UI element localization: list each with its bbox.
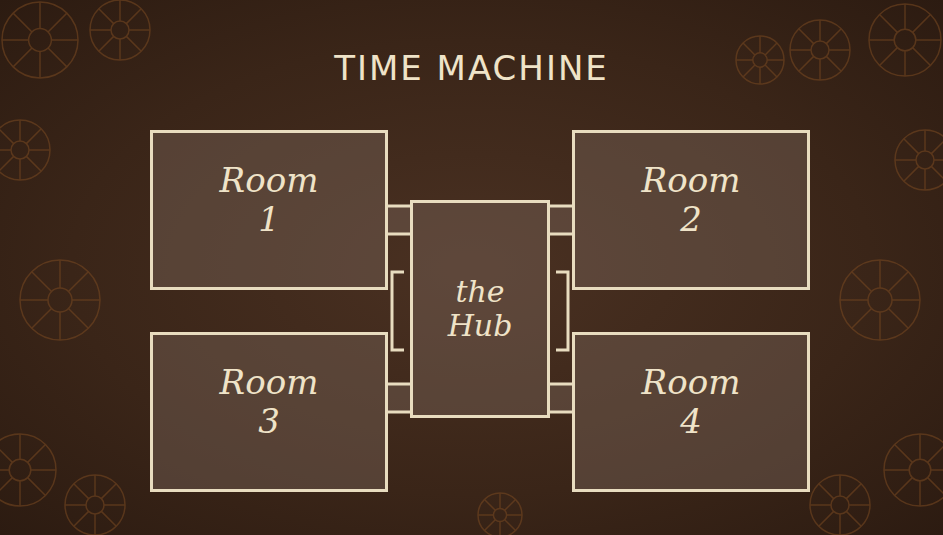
room-label: Room 2 <box>642 161 741 239</box>
corridor <box>388 384 410 412</box>
room-label: Room 1 <box>220 161 319 239</box>
corridor <box>550 384 572 412</box>
room-box: Room 4 <box>572 332 810 492</box>
room-box: Room 1 <box>150 130 388 290</box>
hub-room: the Hub <box>410 200 550 418</box>
room-box: Room 3 <box>150 332 388 492</box>
diagram-title: TIME MACHINE <box>0 48 943 88</box>
corridor <box>550 206 572 234</box>
room-label: Room 4 <box>642 363 741 441</box>
room-label: the Hub <box>448 275 513 344</box>
corridor <box>388 206 410 234</box>
room-label: Room 3 <box>220 363 319 441</box>
room-box: Room 2 <box>572 130 810 290</box>
